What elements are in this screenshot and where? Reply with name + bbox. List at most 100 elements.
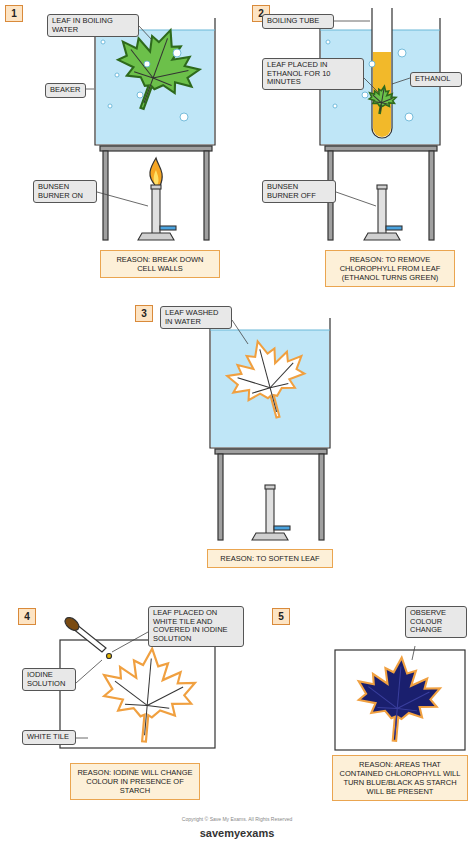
- leaf-vein: [147, 659, 151, 706]
- bunsen-burner: [364, 185, 402, 240]
- tripod-leg: [204, 151, 209, 240]
- gas-tube: [160, 226, 176, 230]
- callout-number: 5: [272, 608, 290, 625]
- water-surface: [210, 329, 330, 330]
- node-text: REASON: AREAS THAT CONTAINED CHLOROPHYLL…: [339, 760, 461, 796]
- bubble: [369, 61, 375, 67]
- node-text: BUNSEN BURNER OFF: [267, 183, 331, 200]
- leaf-vein: [147, 684, 183, 708]
- node-text: LEAF WASHED IN WATER: [165, 309, 227, 326]
- node-text: BEAKER: [50, 86, 81, 95]
- tripod-leg: [103, 151, 108, 240]
- callout-label: LEAF WASHED IN WATER: [160, 306, 232, 329]
- leaf-vein: [144, 78, 153, 103]
- node-text: 4: [19, 611, 35, 622]
- bubble: [333, 104, 337, 108]
- bunsen-burner: [252, 485, 290, 540]
- leaf-vein: [124, 49, 159, 78]
- node-text: REASON: IODINE WILL CHANGE COLOUR IN PRE…: [77, 768, 193, 795]
- node-text: LEAF PLACED IN ETHANOL FOR 10 MINUTES: [267, 61, 359, 87]
- node-text: LEAF PLACED ON WHITE TILE AND COVERED IN…: [153, 609, 239, 644]
- leader-line: [76, 738, 88, 739]
- node-text: IODINE SOLUTION: [27, 671, 71, 688]
- bubble: [173, 49, 181, 57]
- bubble: [101, 40, 105, 44]
- reason-box: REASON: BREAK DOWN CELL WALLS: [100, 250, 220, 278]
- leaf-vein: [238, 370, 270, 395]
- bubble: [398, 49, 406, 57]
- gas-tube: [386, 226, 402, 230]
- burner-barrel: [266, 488, 274, 534]
- leaf-vein: [125, 704, 147, 707]
- leader-line: [392, 78, 410, 84]
- bubble: [405, 113, 413, 121]
- callout-label: ETHANOL: [410, 72, 462, 87]
- boiling-tube: [372, 8, 392, 138]
- bubble: [108, 104, 112, 108]
- node-text: LEAF IN BOILING WATER: [52, 17, 134, 34]
- burner-top: [265, 485, 275, 489]
- leaf-vein: [153, 38, 167, 78]
- leaf-vein: [113, 681, 149, 705]
- node-text: OBSERVE COLOUR CHANGE: [410, 609, 462, 635]
- copyright-note: Copyright © Save My Exams. All Rights Re…: [137, 816, 337, 822]
- leaf: [366, 84, 397, 116]
- leaf-vein: [270, 388, 277, 412]
- leaf-vein: [397, 708, 417, 710]
- node-text: 5: [273, 611, 289, 622]
- burner-base: [138, 233, 174, 240]
- leaf: [221, 331, 315, 427]
- reason-box: REASON: IODINE WILL CHANGE COLOUR IN PRE…: [70, 763, 200, 800]
- leaf-vein: [397, 666, 401, 708]
- node-text: BUNSEN BURNER ON: [38, 183, 92, 200]
- callout-label: BUNSEN BURNER OFF: [262, 180, 336, 203]
- bubble: [115, 73, 119, 77]
- callout-label: OBSERVE COLOUR CHANGE: [405, 606, 467, 638]
- callout-label: LEAF PLACED IN ETHANOL FOR 10 MINUTES: [262, 58, 364, 90]
- node-text: ETHANOL: [415, 75, 457, 84]
- callout-number: 3: [135, 305, 153, 322]
- leaf-vein: [153, 78, 172, 85]
- bubble: [137, 92, 143, 98]
- node-text: BOILING TUBE: [267, 17, 329, 26]
- tripod-leg: [429, 151, 434, 240]
- burner-barrel: [378, 188, 386, 234]
- leader-line: [336, 192, 376, 206]
- leaf-vein: [134, 71, 153, 78]
- node-text: REASON: TO REMOVE CHLOROPHYLL FROM LEAF …: [332, 255, 448, 282]
- leaf: [99, 645, 198, 746]
- leader-line: [86, 89, 94, 90]
- leaf-vein: [145, 705, 148, 735]
- bubble: [326, 40, 330, 44]
- white-tile: [335, 650, 465, 750]
- leaf-vein: [382, 89, 384, 103]
- node-text: 1: [6, 8, 22, 19]
- leader-line: [232, 320, 248, 344]
- node-text: REASON: BREAK DOWN CELL WALLS: [107, 255, 213, 273]
- burner-barrel: [152, 188, 160, 234]
- callout-number: 1: [5, 5, 23, 22]
- callout-label: BEAKER: [45, 83, 86, 98]
- water: [211, 330, 329, 447]
- callout-label: BUNSEN BURNER ON: [33, 180, 97, 203]
- leaf-blade: [99, 645, 198, 746]
- leaf-vein: [375, 102, 381, 103]
- reason-box: REASON: AREAS THAT CONTAINED CHLOROPHYLL…: [332, 755, 468, 801]
- white-tile: [60, 640, 215, 748]
- flame: [150, 158, 162, 186]
- callout-label: BOILING TUBE: [262, 14, 334, 29]
- leaf-vein: [380, 103, 382, 112]
- leaf-vein: [382, 97, 393, 105]
- bunsen-burner: [138, 185, 176, 240]
- leader-line: [412, 646, 415, 660]
- flame-core: [154, 170, 159, 186]
- leaf-blade: [221, 331, 315, 427]
- leaf-vein: [153, 60, 188, 89]
- leaf-blade: [366, 84, 397, 116]
- leader-line: [76, 660, 102, 683]
- callout-label: LEAF IN BOILING WATER: [47, 14, 139, 37]
- leader-line: [139, 26, 152, 40]
- burner-base: [364, 233, 400, 240]
- burner-top: [377, 185, 387, 189]
